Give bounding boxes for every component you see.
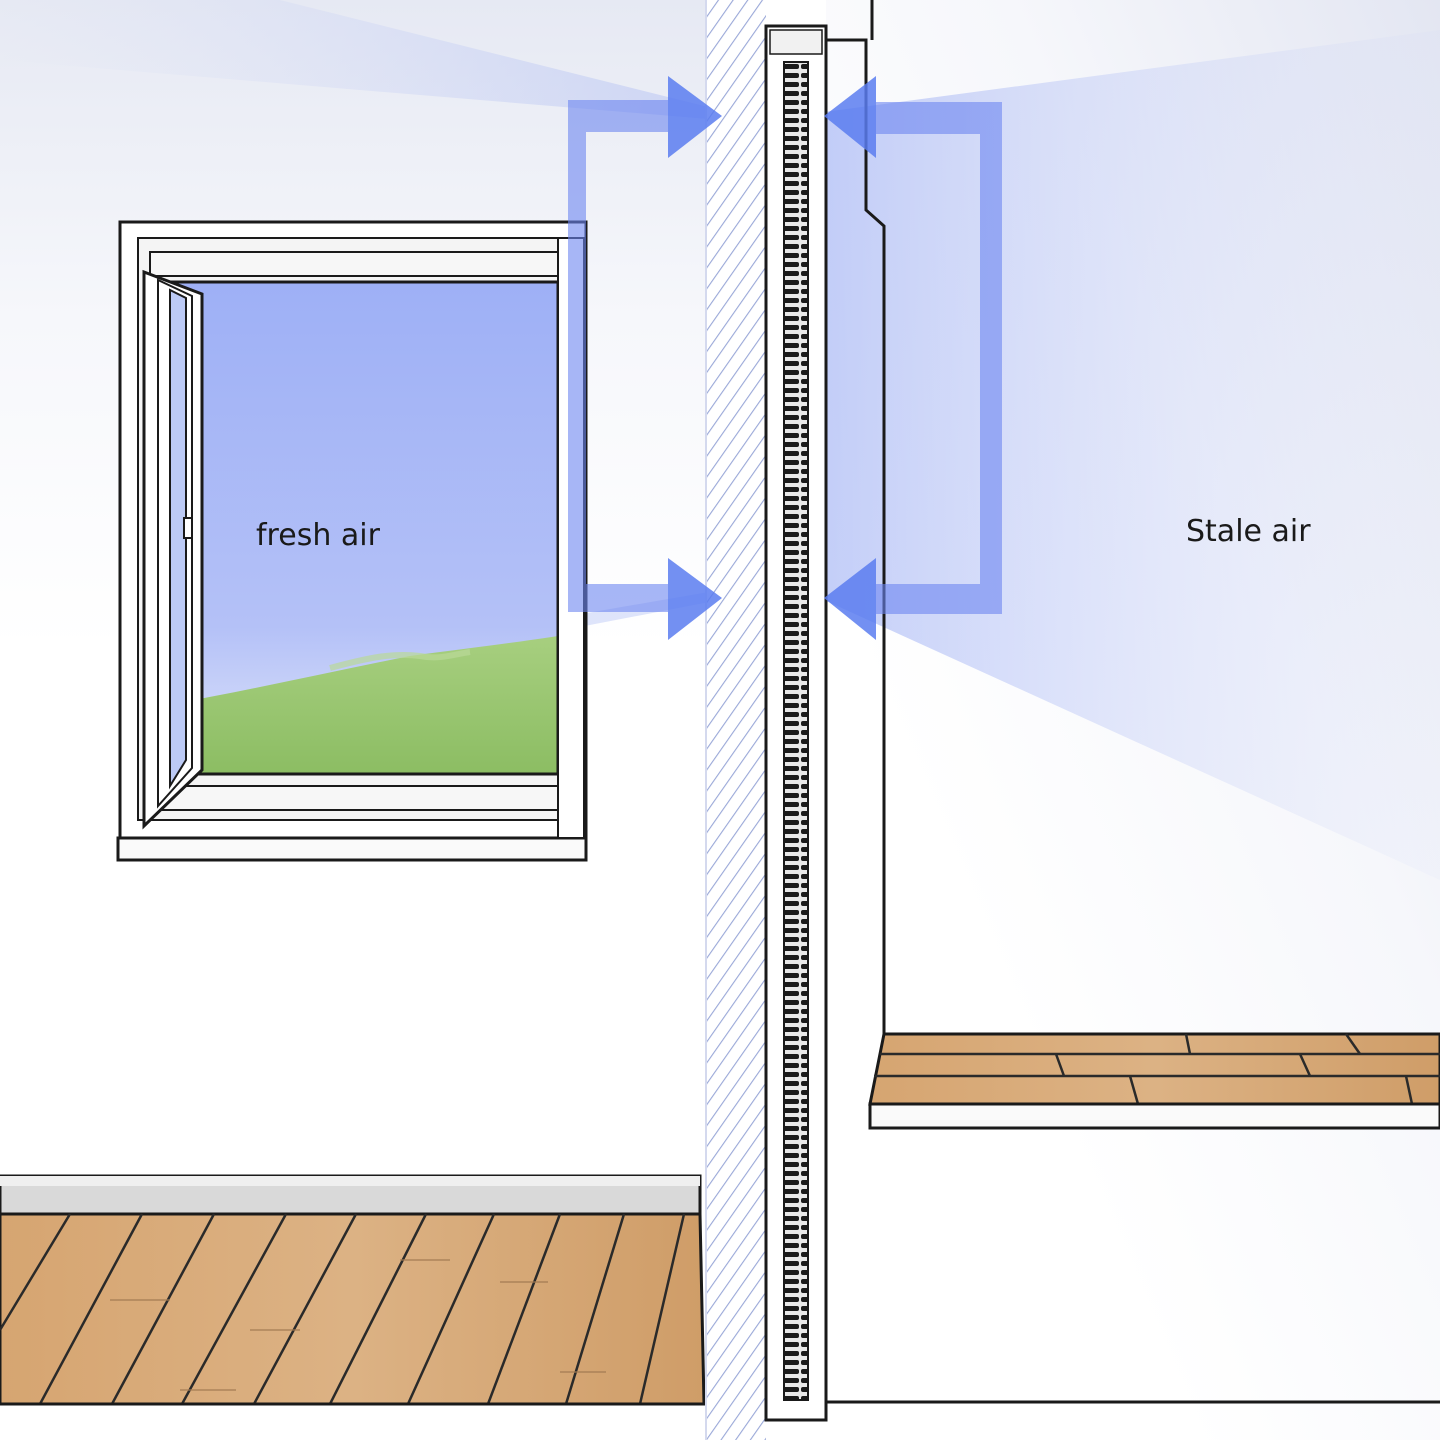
window-sill — [116, 836, 588, 862]
arrow-left-icon — [824, 558, 876, 640]
fresh-air-beam-top — [0, 0, 720, 120]
stale-air-beam — [824, 30, 1440, 880]
window-handle — [183, 517, 193, 539]
right-wall-profile — [826, 0, 886, 1036]
arrow-right-icon — [668, 76, 722, 158]
arrow-left-icon — [824, 76, 876, 158]
right-slab — [868, 1102, 1440, 1130]
wall-vent-unit — [764, 24, 828, 1422]
vent-grille — [783, 61, 809, 1401]
fresh-air-label: fresh air — [256, 518, 381, 553]
fresh-air-flow — [568, 76, 722, 640]
wall-cross-section — [706, 0, 766, 1440]
window-grass — [172, 636, 558, 774]
right-floor — [826, 1032, 1440, 1404]
left-floor — [0, 1174, 706, 1440]
right-floor-boards — [868, 1032, 1440, 1106]
stale-air-duct — [876, 102, 1002, 614]
fresh-air-duct — [568, 100, 668, 612]
stale-air-label: Stale air — [1186, 514, 1311, 549]
open-window — [116, 220, 588, 862]
left-floor-boards — [0, 1212, 706, 1406]
arrow-right-icon — [668, 558, 722, 640]
stale-air-flow — [824, 76, 1002, 640]
